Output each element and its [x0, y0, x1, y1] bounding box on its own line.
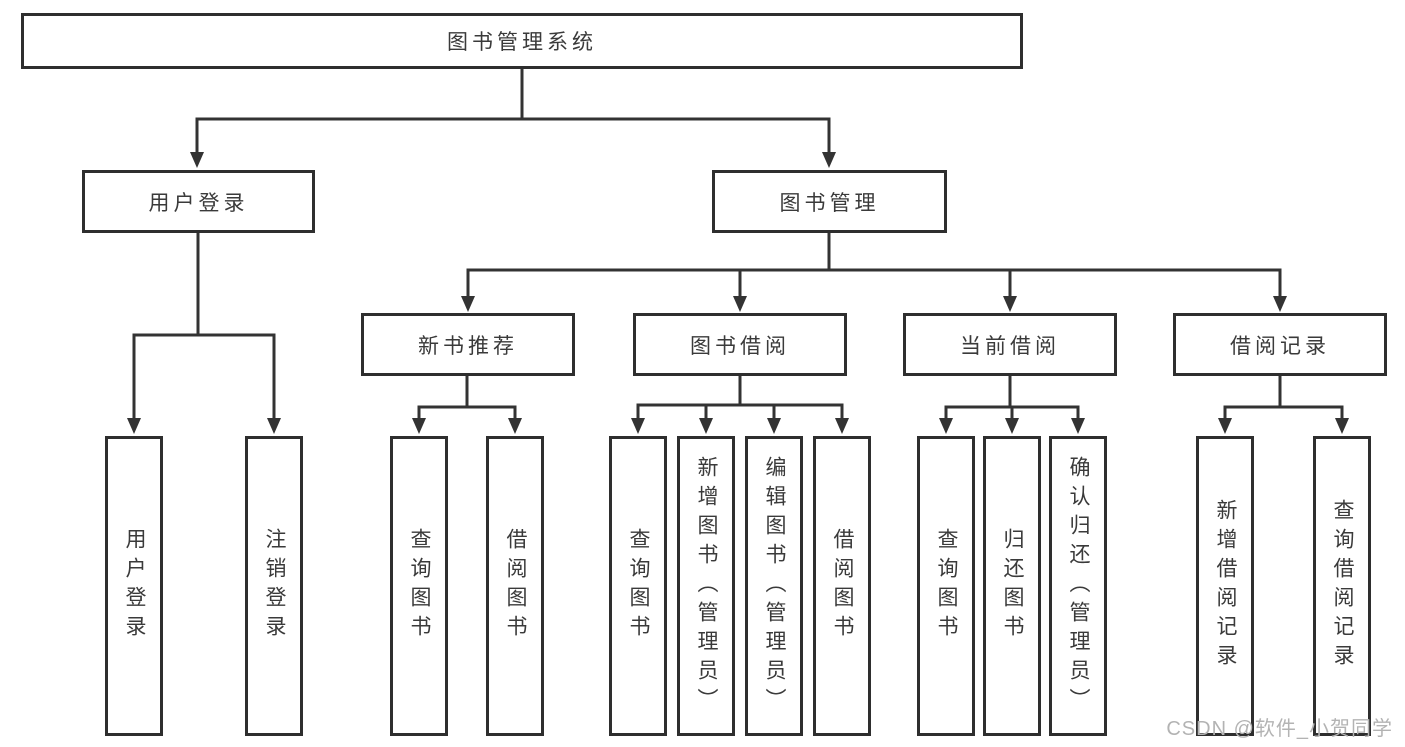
leaf-user-login: 用户登录 [105, 436, 163, 736]
node-user-login: 用户登录 [82, 170, 315, 233]
node-system-root: 图书管理系统 [21, 13, 1023, 69]
leaf-confirm-return-admin: 确认归还（管理员） [1049, 436, 1107, 736]
csdn-watermark: CSDN @软件_小贺同学 [1166, 718, 1393, 740]
leaf-return-books: 归还图书 [983, 436, 1041, 736]
leaf-query-books: 查询图书 [609, 436, 667, 736]
node-label: 新书推荐 [418, 334, 518, 358]
leaf-add-borrow-record: 新增借阅记录 [1196, 436, 1254, 736]
node-new-book-recommend: 新书推荐 [361, 313, 575, 376]
leaf-query-borrow-record: 查询借阅记录 [1313, 436, 1371, 736]
leaf-borrow-books: 借阅图书 [486, 436, 544, 736]
leaf-borrow-books: 借阅图书 [813, 436, 871, 736]
node-label: 当前借阅 [960, 334, 1060, 358]
node-book-management: 图书管理 [712, 170, 947, 233]
leaf-add-books-admin: 新增图书（管理员） [677, 436, 735, 736]
node-label: 用户登录 [148, 191, 249, 215]
node-borrow-records: 借阅记录 [1173, 313, 1387, 376]
node-label: 图书管理 [779, 191, 880, 215]
node-book-borrow: 图书借阅 [633, 313, 847, 376]
node-label: 图书借阅 [690, 334, 790, 358]
node-label: 图书管理系统 [447, 31, 597, 54]
node-current-borrow: 当前借阅 [903, 313, 1117, 376]
leaf-logout: 注销登录 [245, 436, 303, 736]
leaf-edit-books-admin: 编辑图书（管理员） [745, 436, 803, 736]
leaf-query-books: 查询图书 [917, 436, 975, 736]
node-label: 借阅记录 [1230, 334, 1330, 358]
leaf-query-books: 查询图书 [390, 436, 448, 736]
